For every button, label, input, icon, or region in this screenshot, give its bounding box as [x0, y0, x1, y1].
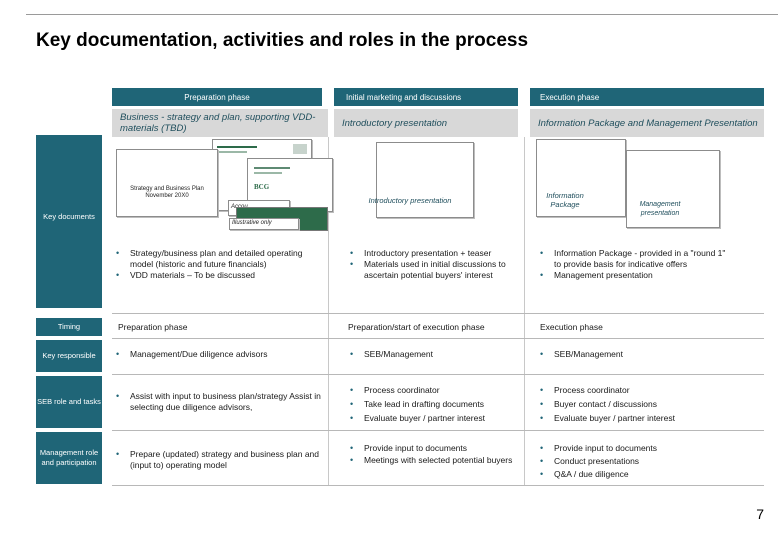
row-divider	[112, 430, 764, 431]
thumbnail-caption: Management presentation	[639, 201, 681, 217]
phase-sub-label: Introductory presentation	[342, 117, 448, 129]
phase-sub-execution: Information Package and Management Prese…	[530, 109, 764, 137]
phase-header-preparation: Preparation phase	[112, 88, 322, 106]
thumbnail-caption: Strategy and Business Plan November 20X0	[130, 186, 204, 199]
column-divider	[524, 137, 525, 485]
mgmt-tasks-preparation: Prepare (updated) strategy and business …	[114, 449, 320, 471]
list-item: Management presentation	[538, 270, 734, 281]
list-item: Management/Due diligence advisors	[114, 349, 314, 360]
list-item: Process coordinator	[538, 383, 738, 397]
row-label-timing: Timing	[36, 318, 102, 336]
page-title: Key documentation, activities and roles …	[36, 30, 529, 51]
list-item: SEB/Management	[538, 349, 738, 360]
seb-tasks-preparation: Assist with input to business plan/strat…	[114, 391, 324, 413]
row-label-management-role: Management role and participation	[36, 432, 102, 484]
phase-sub-preparation: Business - strategy and plan, supporting…	[112, 109, 328, 137]
timing-initial: Preparation/start of execution phase	[348, 322, 485, 332]
list-item: Conduct presentations	[538, 455, 738, 468]
list-item: Information Package - provided in a "rou…	[538, 248, 734, 270]
responsible-preparation: Management/Due diligence advisors	[114, 349, 314, 360]
key-docs-initial: Introductory presentation + teaser Mater…	[348, 248, 524, 281]
phase-header-label: Preparation phase	[184, 92, 250, 102]
thumbnail-caption: Illustrative only	[232, 220, 272, 226]
row-label-seb-role: SEB role and tasks	[36, 376, 102, 428]
list-item: Buyer contact / discussions	[538, 397, 738, 411]
page-number: 7	[756, 506, 764, 522]
row-label-text: Timing	[57, 322, 81, 331]
top-rule	[26, 14, 778, 15]
list-item: Evaluate buyer / partner interest	[538, 411, 738, 425]
thumbnail-line	[217, 146, 257, 148]
document-thumbnail: Strategy and Business Plan November 20X0	[116, 149, 218, 217]
row-label-text: Management role and participation	[39, 448, 99, 467]
list-item: Provide input to documents	[538, 442, 738, 455]
phase-header-execution: Execution phase	[530, 88, 764, 106]
row-label-key-documents: Key documents	[43, 212, 95, 221]
key-docs-preparation: Strategy/business plan and detailed oper…	[114, 248, 310, 281]
list-item: Take lead in drafting documents	[348, 397, 524, 411]
thumbnail-line	[254, 172, 282, 174]
thumbnail-caption: Introductory presentation	[368, 196, 452, 205]
phase-header-label: Initial marketing and discussions	[346, 92, 462, 102]
list-item: Provide input to documents	[348, 442, 518, 454]
row-label-text: SEB role and tasks	[37, 397, 101, 406]
document-thumbnail: Illustrative only	[229, 218, 299, 230]
mgmt-tasks-execution: Provide input to documents Conduct prese…	[538, 442, 738, 481]
thumbnail-caption: Information Package	[546, 191, 584, 209]
responsible-execution: SEB/Management	[538, 349, 738, 360]
mgmt-tasks-initial: Provide input to documents Meetings with…	[348, 442, 518, 466]
column-divider	[328, 137, 329, 485]
row-divider	[112, 338, 764, 339]
responsible-initial: SEB/Management	[348, 349, 518, 360]
timing-preparation: Preparation phase	[118, 322, 188, 332]
thumbnail-image	[293, 144, 307, 154]
document-thumbnail	[376, 142, 474, 218]
list-item: Materials used in initial discussions to…	[348, 259, 524, 281]
phase-sub-label: Information Package and Management Prese…	[538, 117, 758, 129]
phase-sub-label: Business - strategy and plan, supporting…	[120, 112, 316, 134]
document-thumbnail	[536, 139, 626, 217]
row-label-bg-key-documents	[36, 135, 102, 308]
thumbnail-line	[217, 151, 247, 153]
list-item: Assist with input to business plan/strat…	[114, 391, 324, 413]
row-divider	[112, 374, 764, 375]
phase-header-label: Execution phase	[540, 92, 600, 102]
thumbnail-line	[254, 167, 290, 169]
seb-tasks-initial: Process coordinator Take lead in draftin…	[348, 383, 524, 425]
key-docs-execution: Information Package - provided in a "rou…	[538, 248, 734, 281]
row-divider	[112, 313, 764, 314]
document-thumbnail	[626, 150, 720, 228]
row-divider	[112, 485, 764, 486]
list-item: Q&A / due diligence	[538, 468, 738, 481]
timing-execution: Execution phase	[540, 322, 603, 332]
row-label-key-responsible: Key responsible	[36, 340, 102, 372]
row-label-text: Key responsible	[42, 351, 96, 360]
seb-tasks-execution: Process coordinator Buyer contact / disc…	[538, 383, 738, 425]
list-item: Process coordinator	[348, 383, 524, 397]
list-item: Evaluate buyer / partner interest	[348, 411, 524, 425]
list-item: VDD materials – To be discussed	[114, 270, 310, 281]
list-item: Prepare (updated) strategy and business …	[114, 449, 320, 471]
list-item: SEB/Management	[348, 349, 518, 360]
phase-header-initial: Initial marketing and discussions	[334, 88, 518, 106]
list-item: Introductory presentation + teaser	[348, 248, 524, 259]
list-item: Strategy/business plan and detailed oper…	[114, 248, 310, 270]
list-item: Meetings with selected potential buyers	[348, 454, 518, 466]
phase-sub-initial: Introductory presentation	[334, 109, 518, 137]
bcg-logo: BCG	[254, 183, 270, 191]
